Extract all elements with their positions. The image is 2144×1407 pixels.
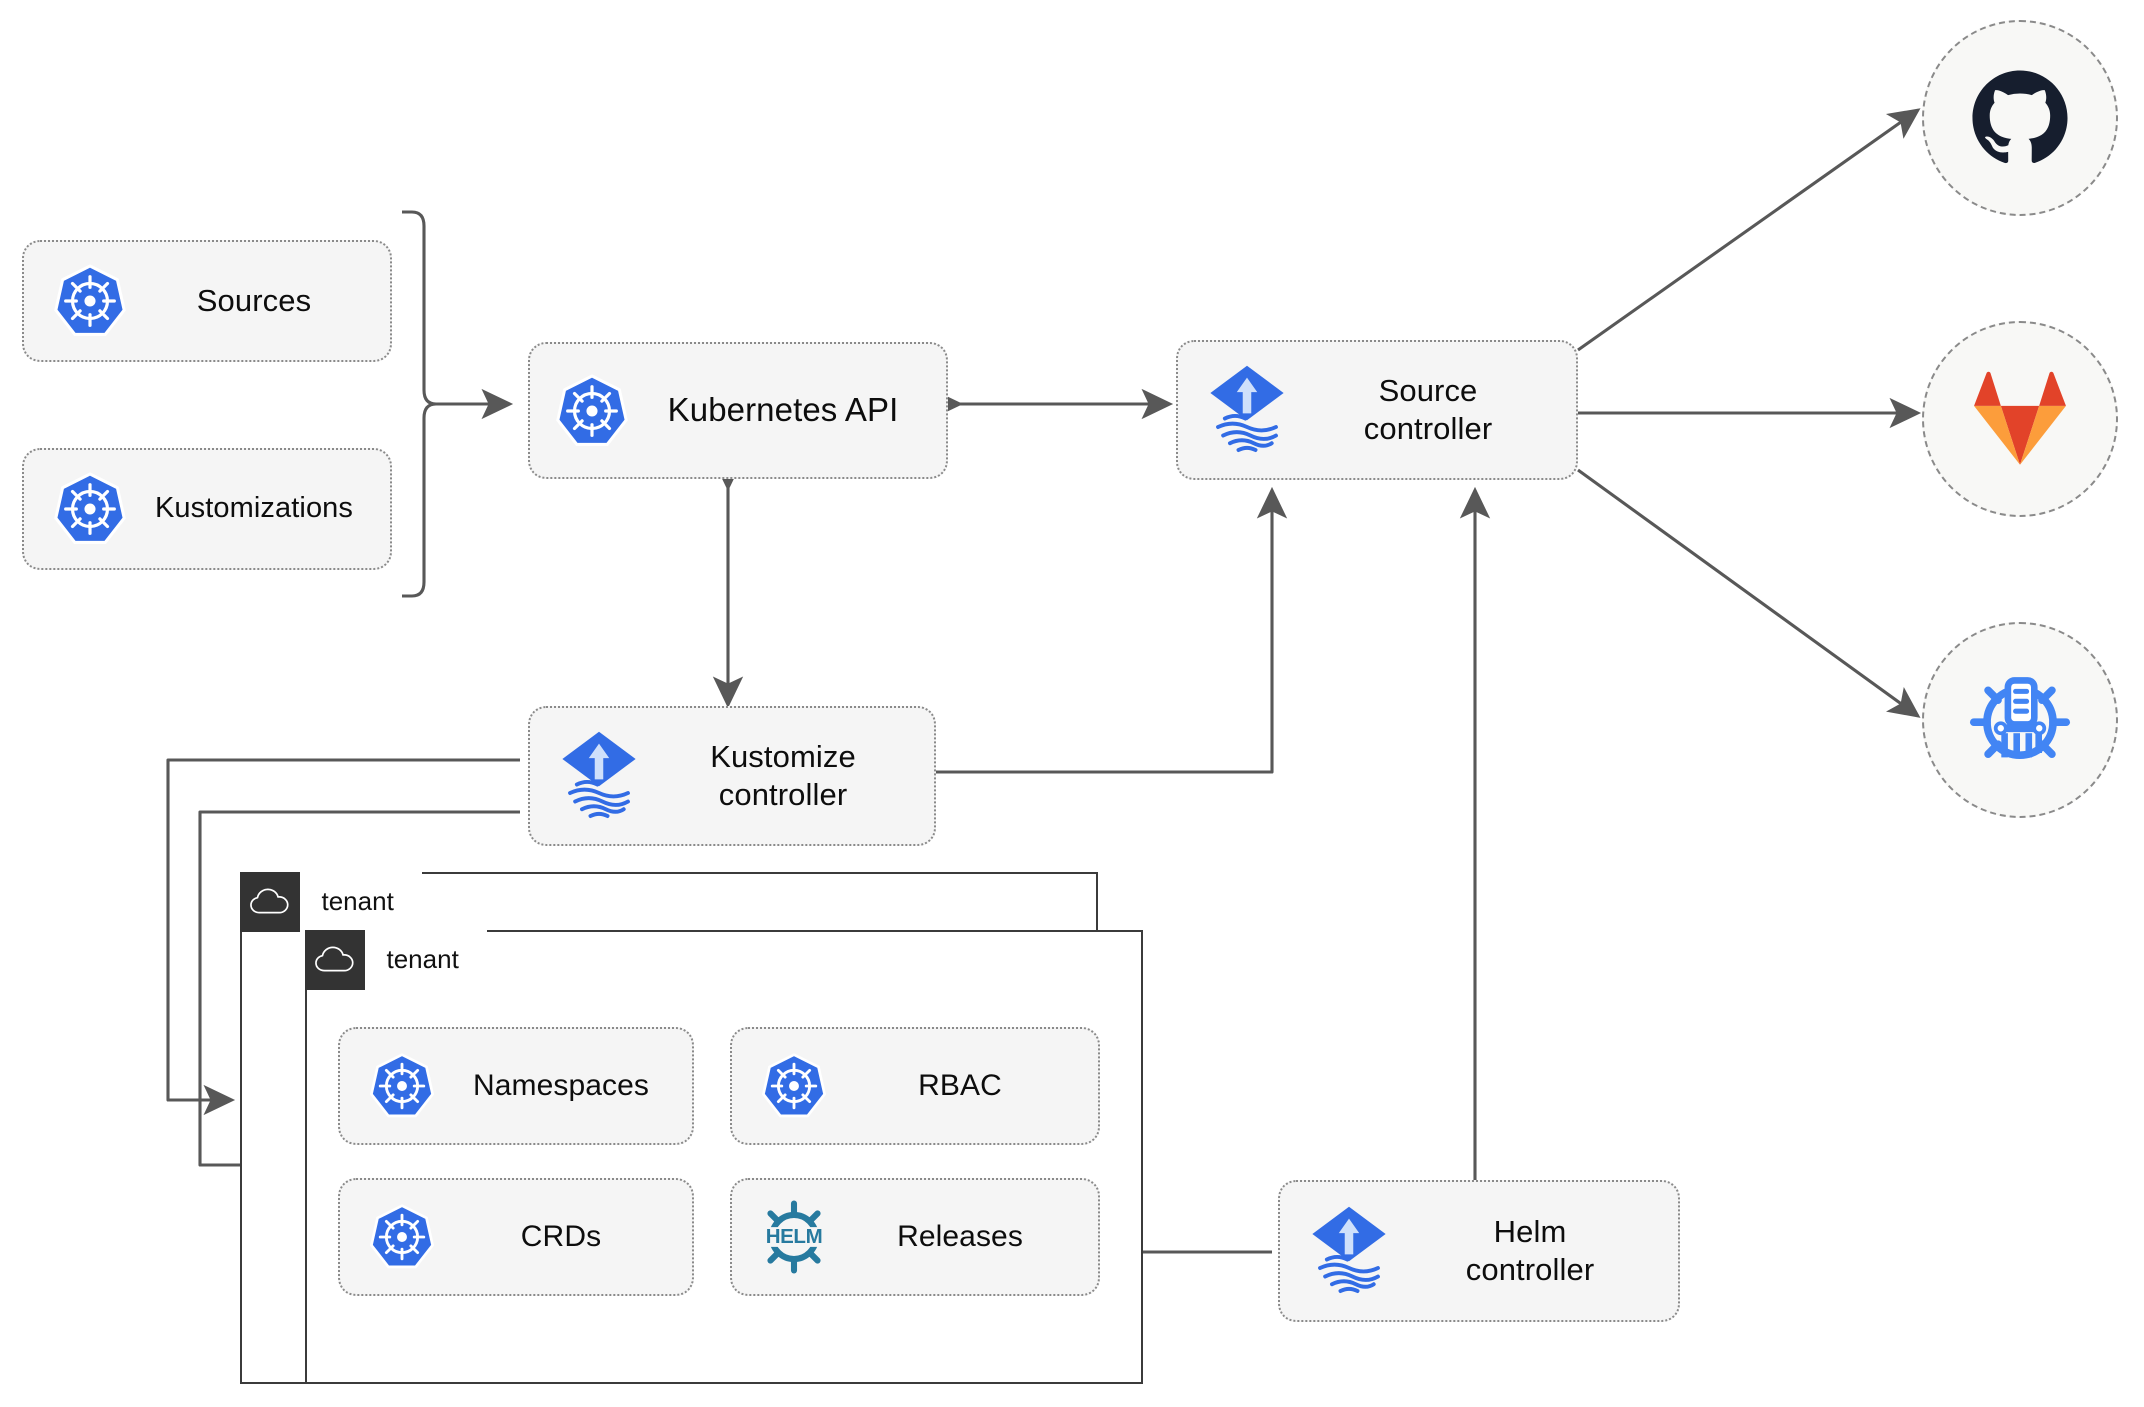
node-label: Kubernetes API <box>667 391 899 429</box>
github-icon <box>1972 70 2068 164</box>
flux-icon <box>1204 364 1290 456</box>
provider-gitlab[interactable] <box>1922 321 2118 517</box>
group-brace <box>402 210 438 598</box>
node-label-line2: controller <box>1465 1252 1595 1287</box>
tenant-label: tenant <box>299 871 422 932</box>
tenant-container-inner[interactable]: tenant <box>304 929 1143 1384</box>
node-label: Helm controller <box>1392 1213 1678 1289</box>
node-label: Kustomize controller <box>642 738 934 814</box>
node-label: Releases <box>897 1219 1023 1253</box>
wire-source-to-github <box>1577 108 1921 352</box>
tenant-header: tenant <box>239 871 422 932</box>
node-label: CRDs <box>520 1219 602 1253</box>
helm-repository-icon <box>1969 677 2071 760</box>
node-kustomizations[interactable]: Kustomizations <box>22 448 392 570</box>
node-namespaces[interactable]: Namespaces <box>338 1027 694 1145</box>
node-label-line1: Source <box>1378 373 1478 409</box>
helm-icon: HELM <box>756 1199 832 1275</box>
node-label: Sources <box>196 283 312 319</box>
node-kustomize-controller[interactable]: Kustomize controller <box>528 706 936 846</box>
wire-kustomize-to-source <box>935 486 1288 774</box>
tenant-label: tenant <box>364 929 487 990</box>
node-helm-controller[interactable]: Helm controller <box>1278 1180 1680 1322</box>
kubernetes-icon <box>52 471 128 547</box>
provider-github[interactable] <box>1922 20 2118 216</box>
kubernetes-icon <box>52 263 128 339</box>
node-label: Namespaces <box>472 1068 650 1102</box>
kubernetes-icon <box>554 373 630 449</box>
node-sources[interactable]: Sources <box>22 240 392 362</box>
cloud-icon <box>239 871 300 932</box>
node-kubernetes-api[interactable]: Kubernetes API <box>528 342 948 479</box>
node-crds[interactable]: CRDs <box>338 1178 694 1296</box>
flux-icon <box>1306 1205 1392 1297</box>
node-label: Source controller <box>1290 372 1576 448</box>
node-label: Kustomizations <box>154 492 354 525</box>
kubernetes-icon <box>364 1199 440 1275</box>
node-rbac[interactable]: RBAC <box>730 1027 1100 1145</box>
node-label-line1: Kustomize <box>710 739 856 775</box>
cloud-icon <box>304 929 365 990</box>
node-label: RBAC <box>918 1068 1002 1102</box>
node-label-line2: controller <box>1363 411 1493 446</box>
svg-text:HELM: HELM <box>766 1225 823 1248</box>
tenant-header: tenant <box>304 929 487 990</box>
node-source-controller[interactable]: Source controller <box>1176 340 1578 480</box>
gitlab-icon <box>1974 371 2066 465</box>
node-releases[interactable]: HELM Releases <box>730 1178 1100 1296</box>
kubernetes-icon <box>364 1048 440 1124</box>
flux-icon <box>556 730 642 822</box>
node-label-line1: Helm <box>1493 1214 1567 1250</box>
provider-helm-repository[interactable] <box>1922 622 2118 818</box>
node-label-line2: controller <box>718 777 848 812</box>
kubernetes-icon <box>756 1048 832 1124</box>
wire-source-to-helmrepo <box>1577 468 1921 718</box>
